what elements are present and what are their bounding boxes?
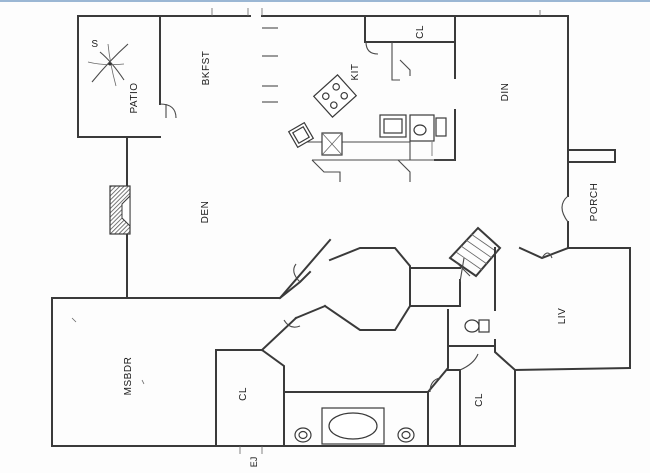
compass-mark bbox=[87, 43, 129, 87]
room-label-din: DIN bbox=[500, 83, 511, 102]
room-label-bkfst: BKFST bbox=[201, 51, 212, 86]
room-label-patio: PATIO bbox=[129, 82, 140, 113]
exterior-walls bbox=[51, 15, 632, 447]
room-label-closet-top: CL bbox=[415, 25, 426, 39]
room-label-msbdr: MSBDR bbox=[123, 357, 134, 396]
fireplace bbox=[109, 185, 131, 235]
bath-sinks bbox=[294, 427, 415, 443]
toilet bbox=[464, 319, 490, 333]
bathtub bbox=[321, 407, 385, 445]
appliances bbox=[379, 114, 447, 156]
interior-walls bbox=[126, 15, 570, 447]
room-label-kit: KIT bbox=[350, 63, 361, 80]
tick-marks bbox=[71, 8, 541, 454]
room-label-closet-bath: CL bbox=[474, 393, 485, 407]
room-label-den: DEN bbox=[200, 201, 211, 224]
compass-letter: S bbox=[91, 39, 98, 50]
fixtures bbox=[287, 74, 490, 445]
room-label-liv: LIV bbox=[557, 308, 568, 325]
room-label-porch: PORCH bbox=[589, 183, 600, 222]
sink-counter bbox=[287, 121, 315, 149]
cooktop-island bbox=[312, 74, 358, 118]
drafter-initials: EJ bbox=[249, 457, 259, 468]
room-label-closet-master: CL bbox=[238, 387, 249, 401]
dishwasher-x bbox=[321, 132, 343, 156]
